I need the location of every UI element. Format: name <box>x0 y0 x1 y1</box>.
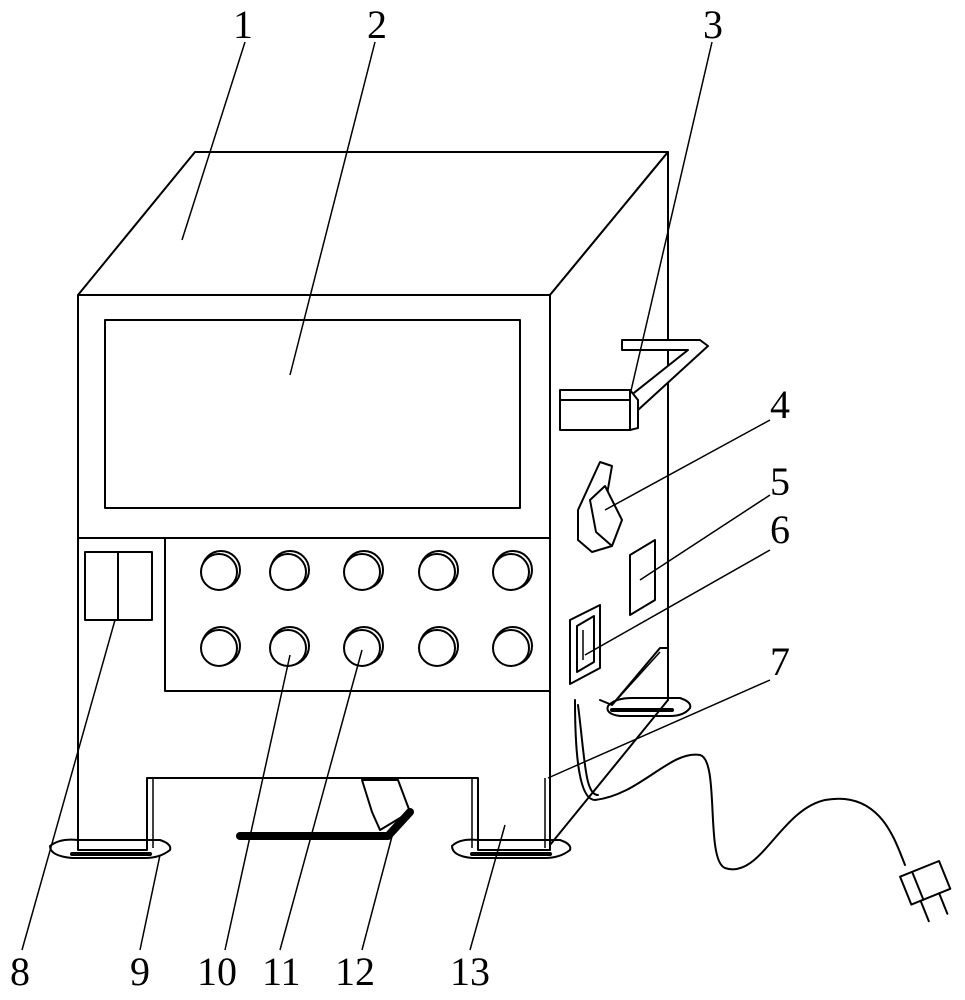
foot-pedal <box>240 780 410 836</box>
power-plug <box>900 861 958 925</box>
label-11: 11 <box>262 949 301 994</box>
label-9: 9 <box>130 949 150 994</box>
label-5: 5 <box>770 459 790 504</box>
cabinet-body <box>78 152 668 850</box>
knob <box>344 627 383 666</box>
label-7: 7 <box>770 639 790 684</box>
label-3: 3 <box>703 2 723 47</box>
label-12: 12 <box>335 949 375 994</box>
knob <box>201 627 240 666</box>
knob <box>344 551 383 590</box>
knob <box>201 551 240 590</box>
label-4: 4 <box>770 382 790 427</box>
label-6: 6 <box>770 507 790 552</box>
label-2: 2 <box>367 2 387 47</box>
label-8: 8 <box>10 949 30 994</box>
label-10: 10 <box>197 949 237 994</box>
knob <box>270 551 309 590</box>
cabinet-front-face <box>78 295 550 850</box>
label-13: 13 <box>450 949 490 994</box>
knob <box>419 627 458 666</box>
label-1: 1 <box>233 2 253 47</box>
knob <box>419 551 458 590</box>
knob <box>493 551 532 590</box>
knob <box>493 627 532 666</box>
